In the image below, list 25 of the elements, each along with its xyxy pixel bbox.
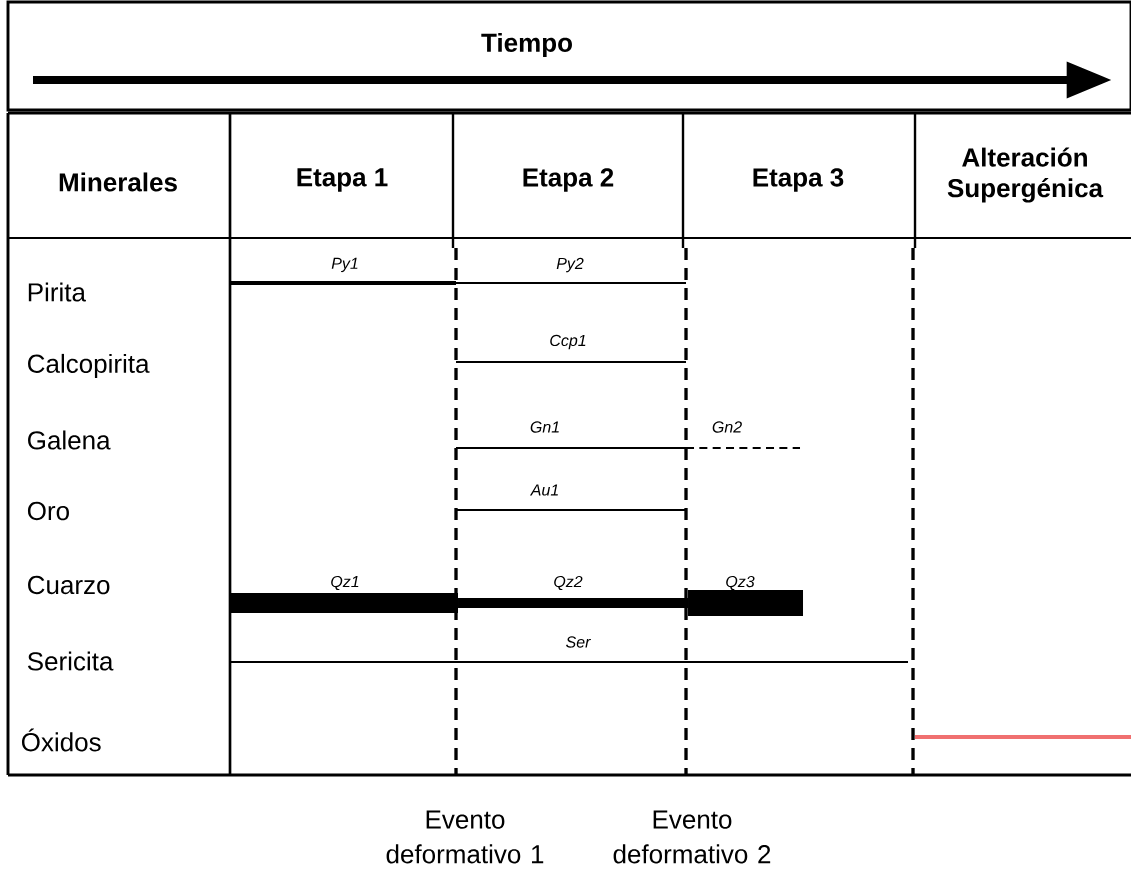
bar-label: Ser [566, 636, 591, 648]
row-label: Galena [28, 430, 111, 450]
column-header: Etapa 1 [297, 168, 388, 192]
bar-label: Ccp1 [550, 334, 586, 350]
event-label: Evento deformativo 1 [386, 810, 544, 864]
bar-label: Qz2 [554, 575, 583, 591]
bar-label: Gn2 [712, 421, 742, 433]
row-label: Cuarzo [28, 575, 110, 595]
bar-label: Py1 [331, 257, 358, 273]
column-header: Etapa 3 [753, 168, 844, 192]
row-label: Calcopirita [28, 353, 150, 379]
row-label: Oro [27, 501, 69, 521]
column-header: Tiempo [481, 32, 572, 58]
row-label: Óxidos [21, 728, 101, 752]
bar-label: Qz1 [331, 575, 359, 591]
bar-label: Gn1 [530, 421, 559, 433]
bar-label: Qz3 [726, 575, 755, 591]
row-label: Pirita [28, 282, 86, 302]
column-header: Alteración Supergénica [947, 147, 1104, 203]
bar-label: Au1 [530, 484, 558, 496]
column-header: Minerales [59, 172, 177, 192]
column-header: Etapa 2 [523, 168, 614, 192]
row-label: Sericita [27, 651, 114, 671]
event-label: Evento deformativo 2 [613, 810, 771, 864]
bar-label: Py2 [556, 257, 584, 273]
